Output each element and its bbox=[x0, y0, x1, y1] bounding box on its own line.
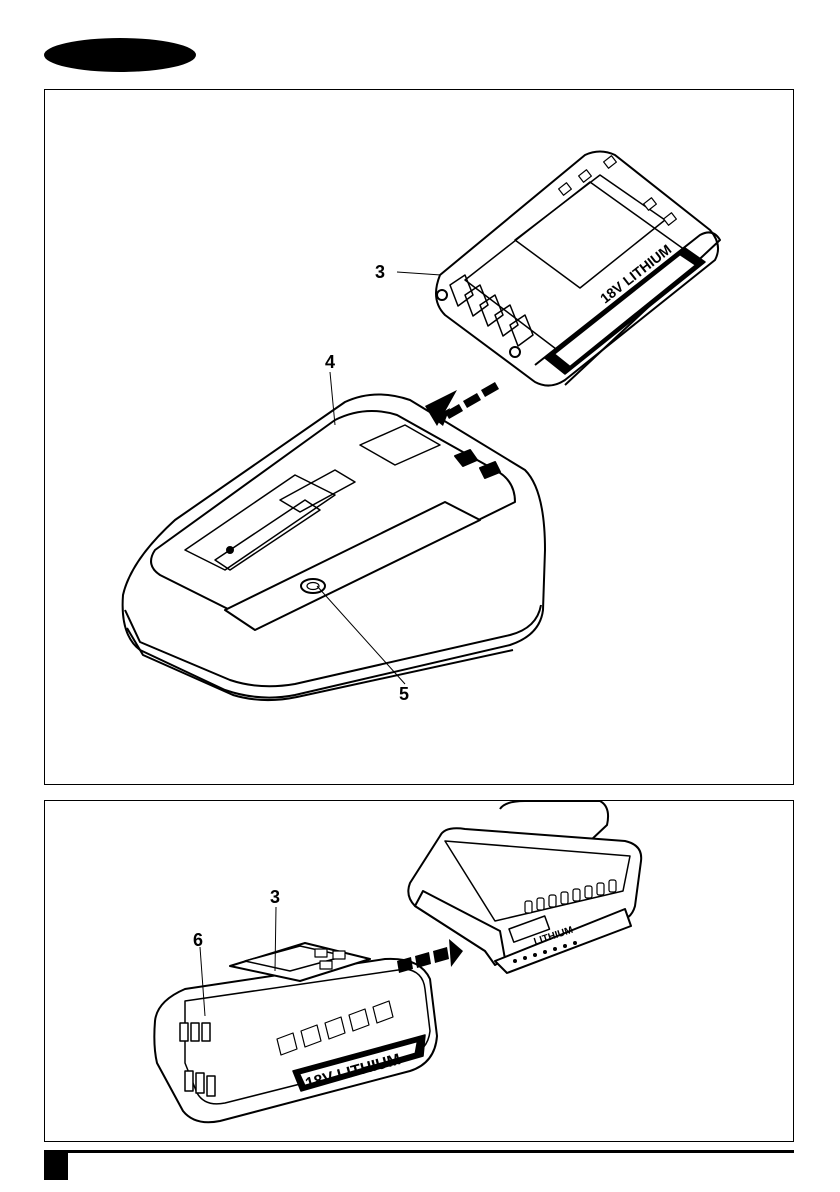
callout-charge-indicator: 5 bbox=[399, 684, 409, 704]
figure-b-panel: 3 6 18V LITHIUM LITHIUM bbox=[44, 800, 794, 1142]
figure-a-illustration: 3 4 5 18V LITHIUM bbox=[45, 90, 795, 786]
page-number-block bbox=[44, 1150, 68, 1180]
charger-illustration bbox=[123, 394, 545, 700]
tool-base-illustration bbox=[408, 801, 641, 973]
footer-rule bbox=[44, 1150, 794, 1153]
figure-b-illustration: 3 6 18V LITHIUM LITHIUM bbox=[45, 801, 795, 1143]
language-tab bbox=[44, 38, 196, 72]
battery-illustration bbox=[436, 152, 720, 386]
insert-direction-arrow bbox=[397, 939, 463, 973]
callout-charger: 4 bbox=[325, 352, 335, 372]
battery-illustration bbox=[154, 943, 437, 1122]
callout-battery: 3 bbox=[270, 887, 280, 907]
callout-battery: 3 bbox=[375, 262, 385, 282]
insert-direction-arrow bbox=[425, 382, 499, 426]
figure-a-panel: 3 4 5 18V LITHIUM bbox=[44, 89, 794, 785]
callout-release-button: 6 bbox=[193, 930, 203, 950]
